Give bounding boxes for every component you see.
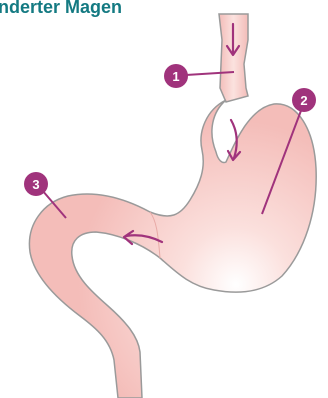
marker-1-label: 1 [172,69,179,84]
marker-2: 2 [292,88,316,112]
marker-3-label: 3 [32,177,39,192]
marker-3: 3 [24,172,48,196]
stomach-body [29,100,316,398]
marker-2-label: 2 [300,93,307,108]
marker-1: 1 [164,64,188,88]
